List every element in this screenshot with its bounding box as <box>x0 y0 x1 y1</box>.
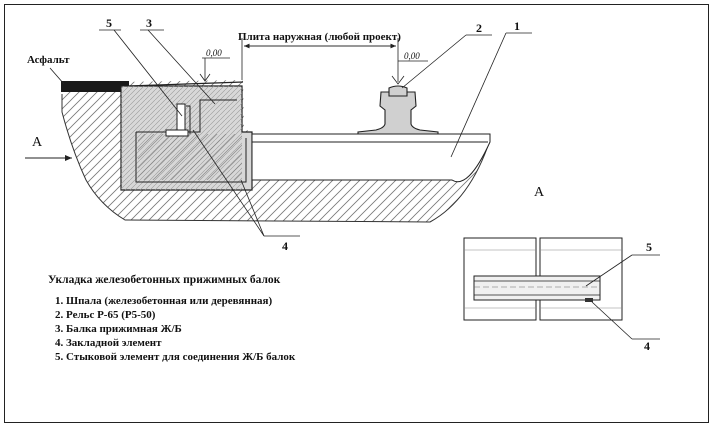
callout-4-number: 4 <box>282 239 288 253</box>
callout-1-number: 1 <box>514 19 520 33</box>
outer-slab-label: Плита наружная (любой проект) <box>238 31 401 43</box>
elevation-mark-right <box>391 60 428 85</box>
detail-view-title: А <box>534 185 545 200</box>
legend-item-4: 4. Закладной элемент <box>55 337 162 349</box>
callout-2-number: 2 <box>476 21 482 35</box>
rail <box>357 85 439 135</box>
legend-title: Укладка железобетонных прижимных балок <box>48 274 281 286</box>
asphalt-label: Асфальт <box>27 54 70 66</box>
detail-view-a <box>463 237 623 321</box>
detail-callout-4-number: 4 <box>644 339 650 353</box>
legend-item-1: 1. Шпала (железобетонная или деревянная) <box>55 295 273 307</box>
callout-5-number: 5 <box>106 16 112 30</box>
elevation-mark-left <box>199 57 230 82</box>
detail-callout-5-number: 5 <box>646 240 652 254</box>
sleeper <box>251 133 491 183</box>
legend-item-2: 2. Рельс Р-65 (Р5-50) <box>55 309 156 321</box>
embedded-element <box>165 103 191 137</box>
legend-item-3: 3. Балка прижимная Ж/Б <box>55 323 182 335</box>
callout-4 <box>192 129 300 237</box>
callout-5 <box>99 29 183 117</box>
callout-1 <box>450 32 532 158</box>
detail-callout-5 <box>585 254 660 287</box>
view-arrow-label: А <box>32 135 43 150</box>
callout-2 <box>401 34 492 89</box>
asphalt-layer <box>61 81 129 92</box>
elevation-left-label: 0,00 <box>206 48 222 58</box>
pressing-beam <box>120 85 253 191</box>
callout-3-number: 3 <box>146 16 152 30</box>
callout-3 <box>140 29 216 105</box>
detail-callout-4 <box>591 301 660 340</box>
drawing-border <box>4 4 709 423</box>
legend-item-5: 5. Стыковой элемент для соединения Ж/Б б… <box>55 351 296 363</box>
slab-dimension <box>241 38 399 82</box>
elevation-right-label: 0,00 <box>404 51 420 61</box>
